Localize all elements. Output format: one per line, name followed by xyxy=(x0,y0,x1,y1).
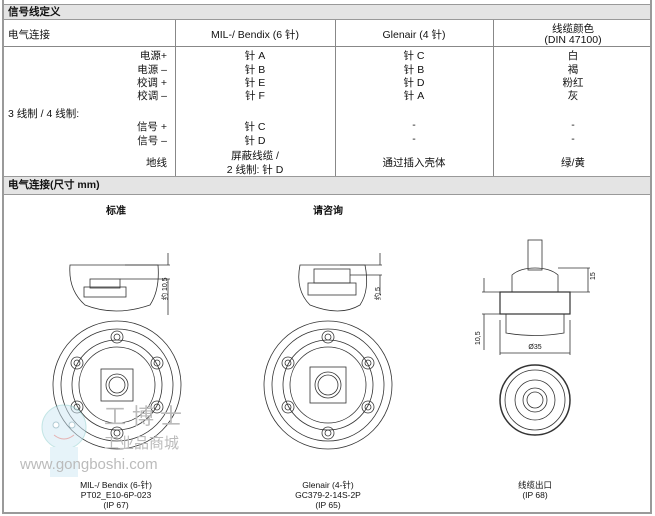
row-label: 信号 + xyxy=(136,121,167,133)
cable-exit-drawing xyxy=(482,239,590,436)
col-divider xyxy=(335,20,336,176)
row-mil: 针 D xyxy=(244,135,266,147)
row-label: 校调 + xyxy=(136,77,167,89)
row-mil: 针 E xyxy=(244,77,266,89)
caption-glenair: Glenair (4-针) GC379-2-14S-2P (IP 65) xyxy=(295,480,361,510)
watermark-brand: 工博士 xyxy=(104,404,189,429)
dim-cable-offset: 10,5 xyxy=(475,331,482,345)
header-electrical: 电气连接 xyxy=(8,29,50,41)
ground-label: 地线 xyxy=(146,157,167,169)
row-glenair: 针 D xyxy=(403,77,425,89)
row-mil: 针 A xyxy=(244,50,266,62)
col-divider xyxy=(493,20,494,176)
col-divider xyxy=(175,20,176,176)
glenair-connector-drawing xyxy=(263,253,393,450)
row-label: 电源+ xyxy=(139,50,167,62)
caption-cable-exit: 线缆出口 (IP 68) xyxy=(518,480,552,500)
ground-color: 绿/黄 xyxy=(561,157,585,169)
caption-mil: MIL-/ Bendix (6-针) PT02_E10-6P-023 (IP 6… xyxy=(80,480,152,510)
wire-mode-label: 3 线制 / 4 线制: xyxy=(8,108,80,120)
standard-title: 标准 xyxy=(106,206,126,217)
caption-line: (IP 67) xyxy=(103,500,129,510)
caption-line: GC379-2-14S-2P xyxy=(295,490,361,500)
ground-glenair: 通过插入壳体 xyxy=(382,157,446,169)
row-glenair: 针 A xyxy=(403,90,425,102)
row-mil: 针 B xyxy=(244,64,266,76)
dim-cable-diameter: Ø35 xyxy=(528,344,542,351)
caption-line: Glenair (4-针) xyxy=(302,480,354,490)
mil-connector-drawing xyxy=(52,253,182,450)
row-color: 褐 xyxy=(567,64,579,76)
row-mil: 针 F xyxy=(245,90,265,102)
caption-line: (IP 65) xyxy=(315,500,341,510)
header-mil: MIL-/ Bendix (6 针) xyxy=(210,29,300,41)
row-label: 电源 – xyxy=(137,64,167,76)
row-glenair: - xyxy=(412,133,416,145)
row-glenair: 针 C xyxy=(403,50,425,62)
dim-cable-height: 15 xyxy=(590,272,597,280)
inquiry-title: 请咨询 xyxy=(313,206,343,217)
row-divider xyxy=(4,46,650,47)
watermark-url: www.gongboshi.com xyxy=(20,456,158,473)
row-glenair: - xyxy=(412,119,416,131)
row-mil: 针 C xyxy=(244,121,266,133)
section-electrical-dimensions: 电气连接(尺寸 mm) xyxy=(4,176,650,195)
ground-mil-2: 2 线制: 针 D xyxy=(226,164,284,176)
row-color: 白 xyxy=(567,50,579,62)
header-din: (DIN 47100) xyxy=(544,34,602,46)
row-color: - xyxy=(571,119,575,131)
header-cable-color: 线缆颜色 xyxy=(552,23,594,35)
row-label: 校调 – xyxy=(137,90,167,102)
caption-line: PT02_E10-6P-023 xyxy=(80,490,152,500)
dim-standard: 约 10,5 xyxy=(162,277,169,300)
caption-line: MIL-/ Bendix (6-针) xyxy=(80,480,152,490)
row-color: - xyxy=(571,133,575,145)
caption-line: 线缆出口 xyxy=(517,480,553,490)
watermark-mascot-icon xyxy=(41,404,87,477)
row-glenair: 针 B xyxy=(403,64,425,76)
dim-inquiry: 约 5 xyxy=(375,287,382,300)
section-signal-definition: 信号线定义 xyxy=(4,4,650,20)
row-color: 粉红 xyxy=(562,77,584,89)
row-label: 信号 – xyxy=(137,135,167,147)
watermark-subtitle: 工业品商城 xyxy=(104,435,180,452)
header-glenair: Glenair (4 针) xyxy=(382,29,446,41)
caption-line: (IP 68) xyxy=(522,490,548,500)
ground-mil-1: 屏蔽线缆 / xyxy=(231,150,279,162)
row-color: 灰 xyxy=(567,90,579,102)
